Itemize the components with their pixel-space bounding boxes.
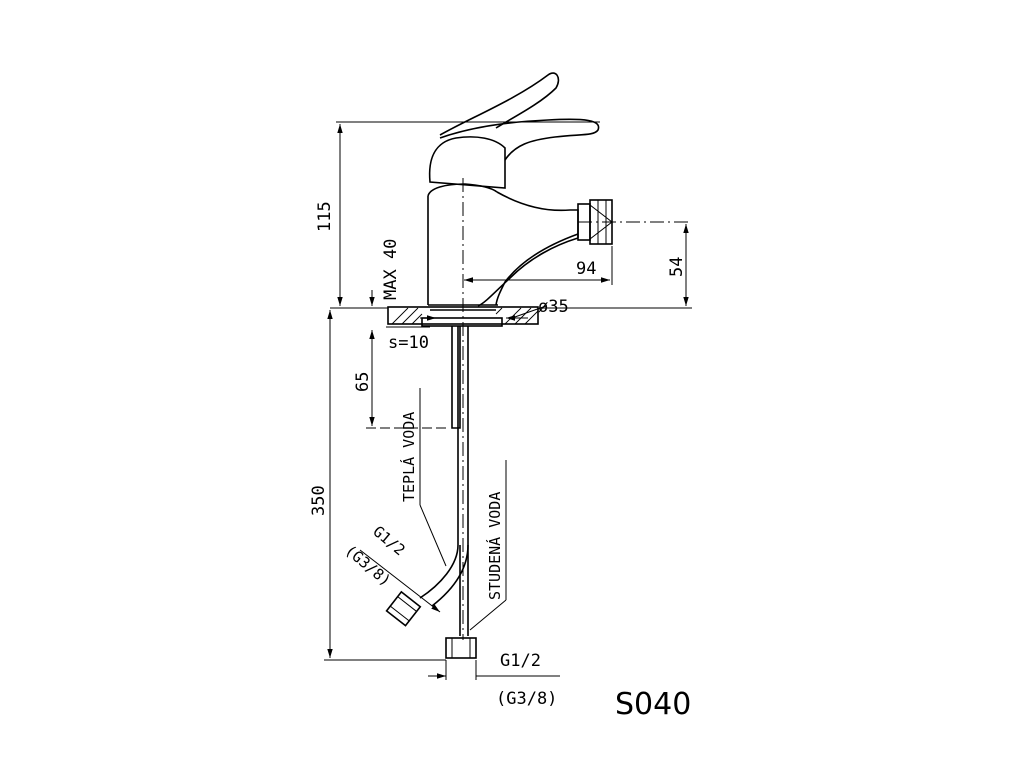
- cold-thread-main: G1/2: [500, 651, 541, 671]
- hot-water-label: TEPLÁ VODA: [399, 388, 447, 567]
- dim-94: 94: [464, 246, 613, 285]
- hoses: [385, 326, 477, 659]
- model-code: S040: [615, 687, 691, 722]
- dim-350: 350: [309, 310, 446, 661]
- cold-connector: [445, 637, 477, 659]
- dim-54-text: 54: [667, 257, 687, 277]
- dim-350-text: 350: [309, 485, 329, 516]
- dim-115: 115: [315, 121, 600, 306]
- dim-max40-text: MAX 40: [381, 239, 401, 300]
- dim-s10: s=10: [386, 326, 430, 353]
- hot-thread-label: G1/2 (G3/8): [341, 522, 441, 613]
- cold-water-text: STUDENÁ VODA: [485, 492, 504, 600]
- dim-65: 65: [353, 330, 448, 429]
- hot-water-text: TEPLÁ VODA: [399, 412, 418, 502]
- mixer-block: [427, 183, 498, 305]
- dim-94-text: 94: [576, 259, 596, 279]
- dim-max40: MAX 40: [330, 239, 401, 309]
- dim-54: 54: [540, 224, 692, 309]
- hot-thread-main: G1/2: [369, 522, 408, 559]
- dim-s10-text: s=10: [388, 333, 429, 353]
- dim-65-text: 65: [353, 372, 373, 392]
- dim-115-text: 115: [315, 201, 335, 232]
- cartridge-cap: [428, 136, 506, 189]
- cold-thread-alt: (G3/8): [496, 689, 557, 709]
- lever-handle: [439, 72, 560, 136]
- deck-plate: [387, 306, 539, 327]
- cold-thread-label: G1/2 (G3/8): [428, 651, 560, 709]
- cold-water-label: STUDENÁ VODA: [469, 460, 507, 631]
- dim-35: ø35: [420, 297, 569, 321]
- dim-35-text: ø35: [538, 297, 569, 317]
- spout: [477, 237, 579, 307]
